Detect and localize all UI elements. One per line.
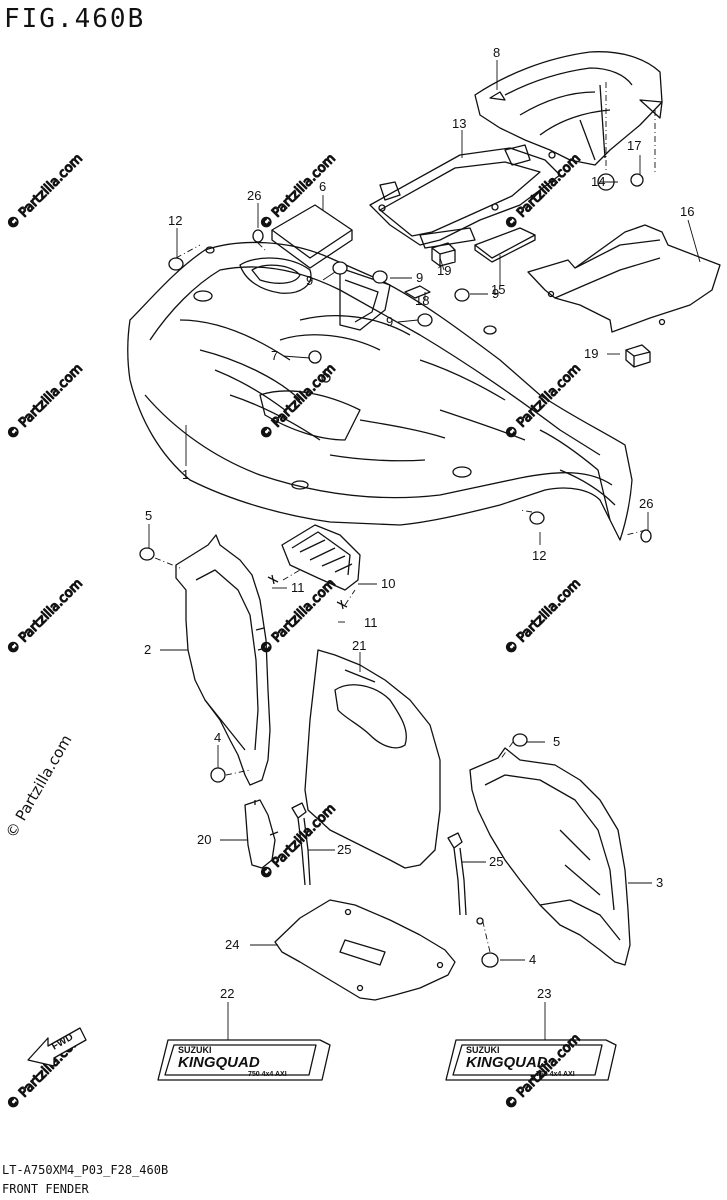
callout-12: 12 [532,548,546,563]
callout-3: 3 [656,875,663,890]
callout-5: 5 [553,734,560,749]
fwd-arrow-icon [27,1027,87,1067]
callout-9: 9 [416,270,423,285]
callout-15: 15 [491,282,505,297]
callout-25: 25 [337,842,351,857]
callout-9: 9 [492,286,499,301]
callout-6: 6 [319,179,326,194]
left-inner-panel [175,534,271,786]
callout-16: 16 [680,204,694,219]
part-19-blocks [431,242,651,368]
callout-1: 1 [182,467,189,482]
callout-numbers: 8 13 6 26 12 14 17 16 9 9 18 19 9 15 9 7… [144,45,694,1001]
watermark: © Partzilla.com [257,801,339,883]
callout-26: 26 [639,496,653,511]
watermark: © Partzilla.com [4,361,86,443]
callout-25: 25 [489,854,503,869]
right-inner-panel [469,747,631,966]
watermark: © Partzilla.com [257,151,339,233]
callout-21: 21 [352,638,366,653]
callout-5: 5 [145,508,152,523]
top-cover [474,51,663,166]
bracket-part-20 [244,799,279,869]
callout-7: 7 [271,348,278,363]
part-18-pad [404,285,431,299]
callout-9: 9 [306,273,313,288]
leader-lines [148,60,701,1040]
decal-sub: 750 4x4 AXI [248,1071,287,1078]
callout-20: 20 [197,832,211,847]
callout-11: 11 [364,615,378,630]
skid-plate-part-24 [274,899,456,1001]
front-fender-body [127,241,633,541]
figure-title: FIG.460B [4,4,146,34]
callout-23: 23 [537,986,551,1001]
callout-18: 18 [415,293,429,308]
watermark: © Partzilla.com [502,576,584,658]
alignment-lines [154,82,656,953]
decal-model: KINGQUAD [466,1054,548,1071]
watermark: © Partzilla.com [4,576,86,658]
side-panel [527,224,721,333]
callout-17: 17 [627,138,641,153]
callout-19: 19 [584,346,598,361]
flat-panel-part-21 [304,649,441,869]
watermark: © Partzilla.com [4,151,86,233]
watermark: © Partzilla.com [502,151,584,233]
callout-11: 11 [291,580,305,595]
callout-12: 12 [168,213,182,228]
callout-24: 24 [225,937,239,952]
callout-13: 13 [452,116,466,131]
callout-22: 22 [220,986,234,1001]
diagram-code: LT-A750XM4_P03_F28_460B [2,1163,169,1177]
callout-2: 2 [144,642,151,657]
decal-model: KINGQUAD [178,1054,260,1071]
decal-left [157,1039,331,1081]
grille-duct [281,524,361,591]
decal-lettering: SUZUKI KINGQUAD 750 4x4 AXI SUZUKI KINGQ… [50,1032,575,1078]
decal-right [445,1039,617,1081]
callout-14: 14 [591,174,605,189]
pad-part-6 [271,204,353,269]
decal-sub: 750 4x4 AXI [536,1071,575,1078]
callout-10: 10 [381,576,395,591]
callout-4: 4 [529,952,536,967]
callout-4: 4 [214,730,221,745]
section-title: FRONT FENDER [2,1182,89,1196]
decal-brand: SUZUKI [466,1045,500,1055]
fasteners [139,173,652,968]
callout-19: 19 [437,263,451,278]
screws-part-11 [267,574,348,610]
pad-part-15 [474,227,536,263]
callout-8: 8 [493,45,500,60]
watermark: © Partzilla.com [502,361,584,443]
bracket-frame [369,144,561,249]
callout-26: 26 [247,188,261,203]
decal-brand: SUZUKI [178,1045,212,1055]
callout-9: 9 [386,314,393,329]
